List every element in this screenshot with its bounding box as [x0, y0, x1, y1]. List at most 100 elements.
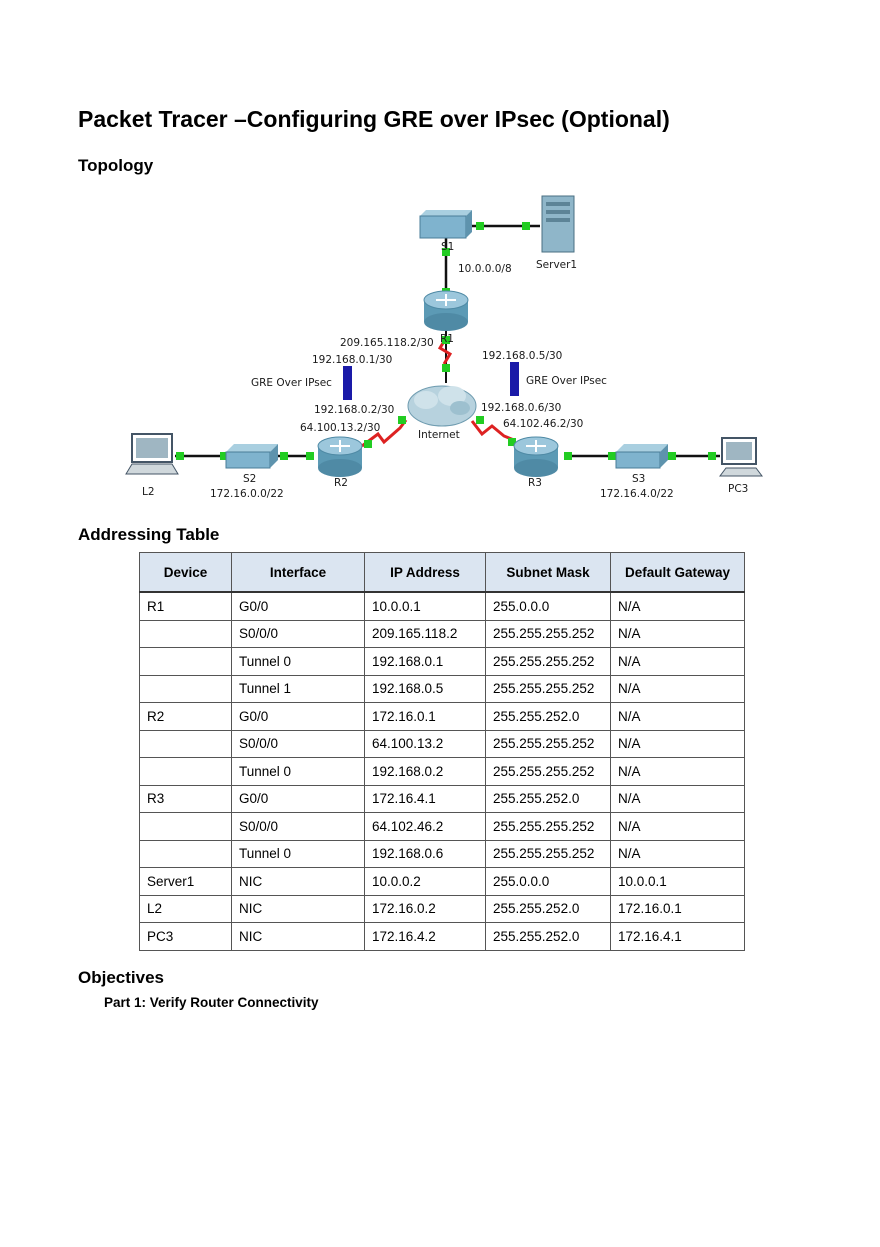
server-icon[interactable] — [541, 195, 575, 253]
cell-device: R2 — [139, 702, 232, 731]
cell-subnet-mask: 255.255.255.252 — [485, 839, 611, 868]
tunnel-marker-right — [510, 362, 519, 396]
cell-default-gateway: N/A — [610, 674, 745, 703]
cell-ip-address: 192.168.0.5 — [364, 674, 486, 703]
cell-default-gateway: 172.16.0.1 — [610, 894, 745, 923]
cell-subnet-mask: 255.255.255.252 — [485, 757, 611, 786]
label-r2-s000: 64.100.13.2/30 — [300, 422, 380, 434]
cell-device — [139, 839, 232, 868]
label-r3-tun0: 192.168.0.6/30 — [481, 402, 561, 414]
cell-default-gateway: N/A — [610, 757, 745, 786]
router-r1[interactable] — [423, 290, 469, 331]
label-r1-tun1: 192.168.0.5/30 — [482, 350, 562, 362]
cell-ip-address: 10.0.0.2 — [364, 867, 486, 896]
header-device: Device — [139, 552, 232, 593]
cell-subnet-mask: 255.255.252.0 — [485, 894, 611, 923]
topology-heading: Topology — [78, 156, 154, 175]
label-r2: R2 — [334, 477, 348, 489]
cell-default-gateway: 10.0.0.1 — [610, 867, 745, 896]
cell-default-gateway: N/A — [610, 812, 745, 841]
cell-device — [139, 674, 232, 703]
cell-default-gateway: N/A — [610, 702, 745, 731]
switch-s1[interactable] — [419, 210, 472, 239]
cell-interface: S0/0/0 — [231, 619, 365, 648]
label-server1: Server1 — [536, 259, 577, 271]
cell-ip-address: 192.168.0.2 — [364, 757, 486, 786]
label-r3: R3 — [528, 477, 542, 489]
cell-interface: Tunnel 0 — [231, 757, 365, 786]
topology-labels: S1 10.0.0.0/8 Server1 209.165.118.2/30 R… — [142, 241, 748, 500]
label-r3-s000: 64.102.46.2/30 — [503, 418, 583, 430]
cell-interface: NIC — [231, 922, 365, 951]
objectives-heading: Objectives — [78, 968, 164, 987]
cell-interface: G0/0 — [231, 784, 365, 813]
cell-ip-address: 209.165.118.2 — [364, 619, 486, 648]
table-header-row: Device Interface IP Address Subnet Mask … — [139, 552, 745, 593]
cell-ip-address: 192.168.0.1 — [364, 647, 486, 676]
cell-ip-address: 10.0.0.1 — [364, 591, 486, 621]
objective-part-1: Part 1: Verify Router Connectivity — [104, 995, 319, 1010]
router-r3[interactable] — [513, 436, 559, 477]
cell-device: R1 — [139, 591, 232, 621]
header-interface: Interface — [231, 552, 365, 593]
cell-device — [139, 757, 232, 786]
label-net-172-16-4: 172.16.4.0/22 — [600, 488, 674, 500]
topology-diagram: S1 10.0.0.0/8 Server1 209.165.118.2/30 R… — [125, 195, 763, 500]
laptop-icon[interactable] — [125, 433, 179, 475]
cell-interface: S0/0/0 — [231, 812, 365, 841]
cell-default-gateway: N/A — [610, 784, 745, 813]
cell-ip-address: 172.16.4.1 — [364, 784, 486, 813]
cell-ip-address: 64.100.13.2 — [364, 729, 486, 758]
cell-default-gateway: N/A — [610, 839, 745, 868]
cell-default-gateway: N/A — [610, 647, 745, 676]
cell-subnet-mask: 255.0.0.0 — [485, 867, 611, 896]
cell-subnet-mask: 255.0.0.0 — [485, 591, 611, 621]
cell-subnet-mask: 255.255.252.0 — [485, 784, 611, 813]
cell-device — [139, 729, 232, 758]
header-ip-address: IP Address — [364, 552, 486, 593]
pc-icon[interactable] — [719, 437, 763, 477]
label-s1: S1 — [441, 241, 454, 253]
cell-interface: NIC — [231, 894, 365, 923]
switch-s2[interactable] — [225, 444, 278, 469]
cell-ip-address: 172.16.4.2 — [364, 922, 486, 951]
cell-interface: Tunnel 0 — [231, 647, 365, 676]
cell-device — [139, 647, 232, 676]
label-internet: Internet — [418, 429, 460, 441]
cell-subnet-mask: 255.255.255.252 — [485, 729, 611, 758]
label-net-10: 10.0.0.0/8 — [458, 263, 512, 275]
cell-default-gateway: 172.16.4.1 — [610, 922, 745, 951]
cell-interface: G0/0 — [231, 702, 365, 731]
cell-subnet-mask: 255.255.252.0 — [485, 922, 611, 951]
cell-ip-address: 64.102.46.2 — [364, 812, 486, 841]
cell-default-gateway: N/A — [610, 591, 745, 621]
cell-device: Server1 — [139, 867, 232, 896]
cell-subnet-mask: 255.255.255.252 — [485, 812, 611, 841]
cell-device: R3 — [139, 784, 232, 813]
cell-interface: Tunnel 1 — [231, 674, 365, 703]
cell-device: L2 — [139, 894, 232, 923]
label-s2: S2 — [243, 473, 256, 485]
tunnel-marker-left — [343, 366, 352, 400]
label-gre-left: GRE Over IPsec — [251, 377, 332, 389]
label-r2-tun0: 192.168.0.2/30 — [314, 404, 394, 416]
cell-ip-address: 192.168.0.6 — [364, 839, 486, 868]
switch-s3[interactable] — [615, 444, 668, 469]
label-s3: S3 — [632, 473, 645, 485]
cell-interface: G0/0 — [231, 591, 365, 621]
router-r2[interactable] — [317, 436, 363, 477]
cell-subnet-mask: 255.255.255.252 — [485, 674, 611, 703]
